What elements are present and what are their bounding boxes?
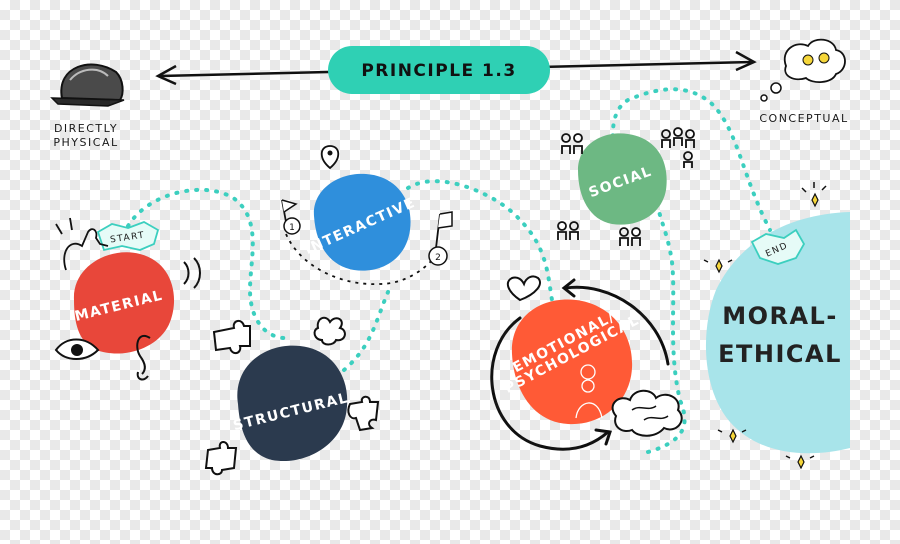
node-interactive: INTERACTIVE: [302, 173, 418, 271]
node-structural: STRUCTURAL: [232, 345, 350, 462]
principle-title: PRINCIPLE 1.3: [361, 61, 516, 81]
people-icon-4: [619, 227, 641, 246]
brain-icon: [611, 389, 683, 437]
sound-marks-icon: [183, 257, 201, 289]
step-1-label: 1: [289, 223, 295, 233]
puzzle-piece-icon-4: [204, 441, 238, 476]
flag-icon-2: 2: [428, 211, 453, 266]
start-label: START: [110, 231, 146, 246]
heart-icon: [506, 275, 541, 302]
people-icon-2: [661, 127, 695, 168]
journey-path: [126, 87, 772, 454]
directly-label: DIRECTLY: [54, 122, 118, 135]
cap-icon: [50, 63, 125, 107]
puzzle-piece-icon-2: [313, 316, 346, 346]
flag-icon-1: 1: [281, 199, 301, 235]
node-moral-ethical: MORAL- ETHICAL: [705, 212, 850, 454]
puzzle-piece-icon-1: [212, 320, 251, 354]
emotional-cycle-arrow: [490, 278, 670, 451]
person-thinking-icon: [575, 364, 603, 419]
people-icon-1: [561, 133, 583, 154]
node-material: MATERIAL: [73, 252, 175, 354]
step-2-label: 2: [435, 253, 441, 263]
moral-label-line1: MORAL-: [722, 302, 838, 330]
principle-banner: PRINCIPLE 1.3: [328, 46, 550, 94]
thought-cloud-icon: [760, 38, 846, 102]
sparkle-icons: [715, 192, 819, 470]
ear-icon: [136, 335, 151, 381]
interaction-path: [285, 233, 435, 285]
puzzle-piece-icon-3: [347, 395, 380, 432]
conceptual-label: CONCEPTUAL: [759, 112, 848, 125]
hand-icon: [55, 217, 109, 271]
physical-label: PHYSICAL: [53, 136, 118, 149]
end-tag: END: [750, 228, 806, 265]
node-emotional: EMOTIONAL/ PSYCHOLOGICAL: [502, 299, 642, 425]
people-icon-3: [557, 221, 579, 240]
start-tag: START: [96, 221, 160, 252]
sparkle-marks: [703, 182, 827, 459]
moral-label-line2: ETHICAL: [718, 340, 842, 368]
node-social: SOCIAL: [578, 133, 667, 225]
eye-icon: [54, 338, 100, 360]
location-pin-icon: [320, 145, 340, 170]
